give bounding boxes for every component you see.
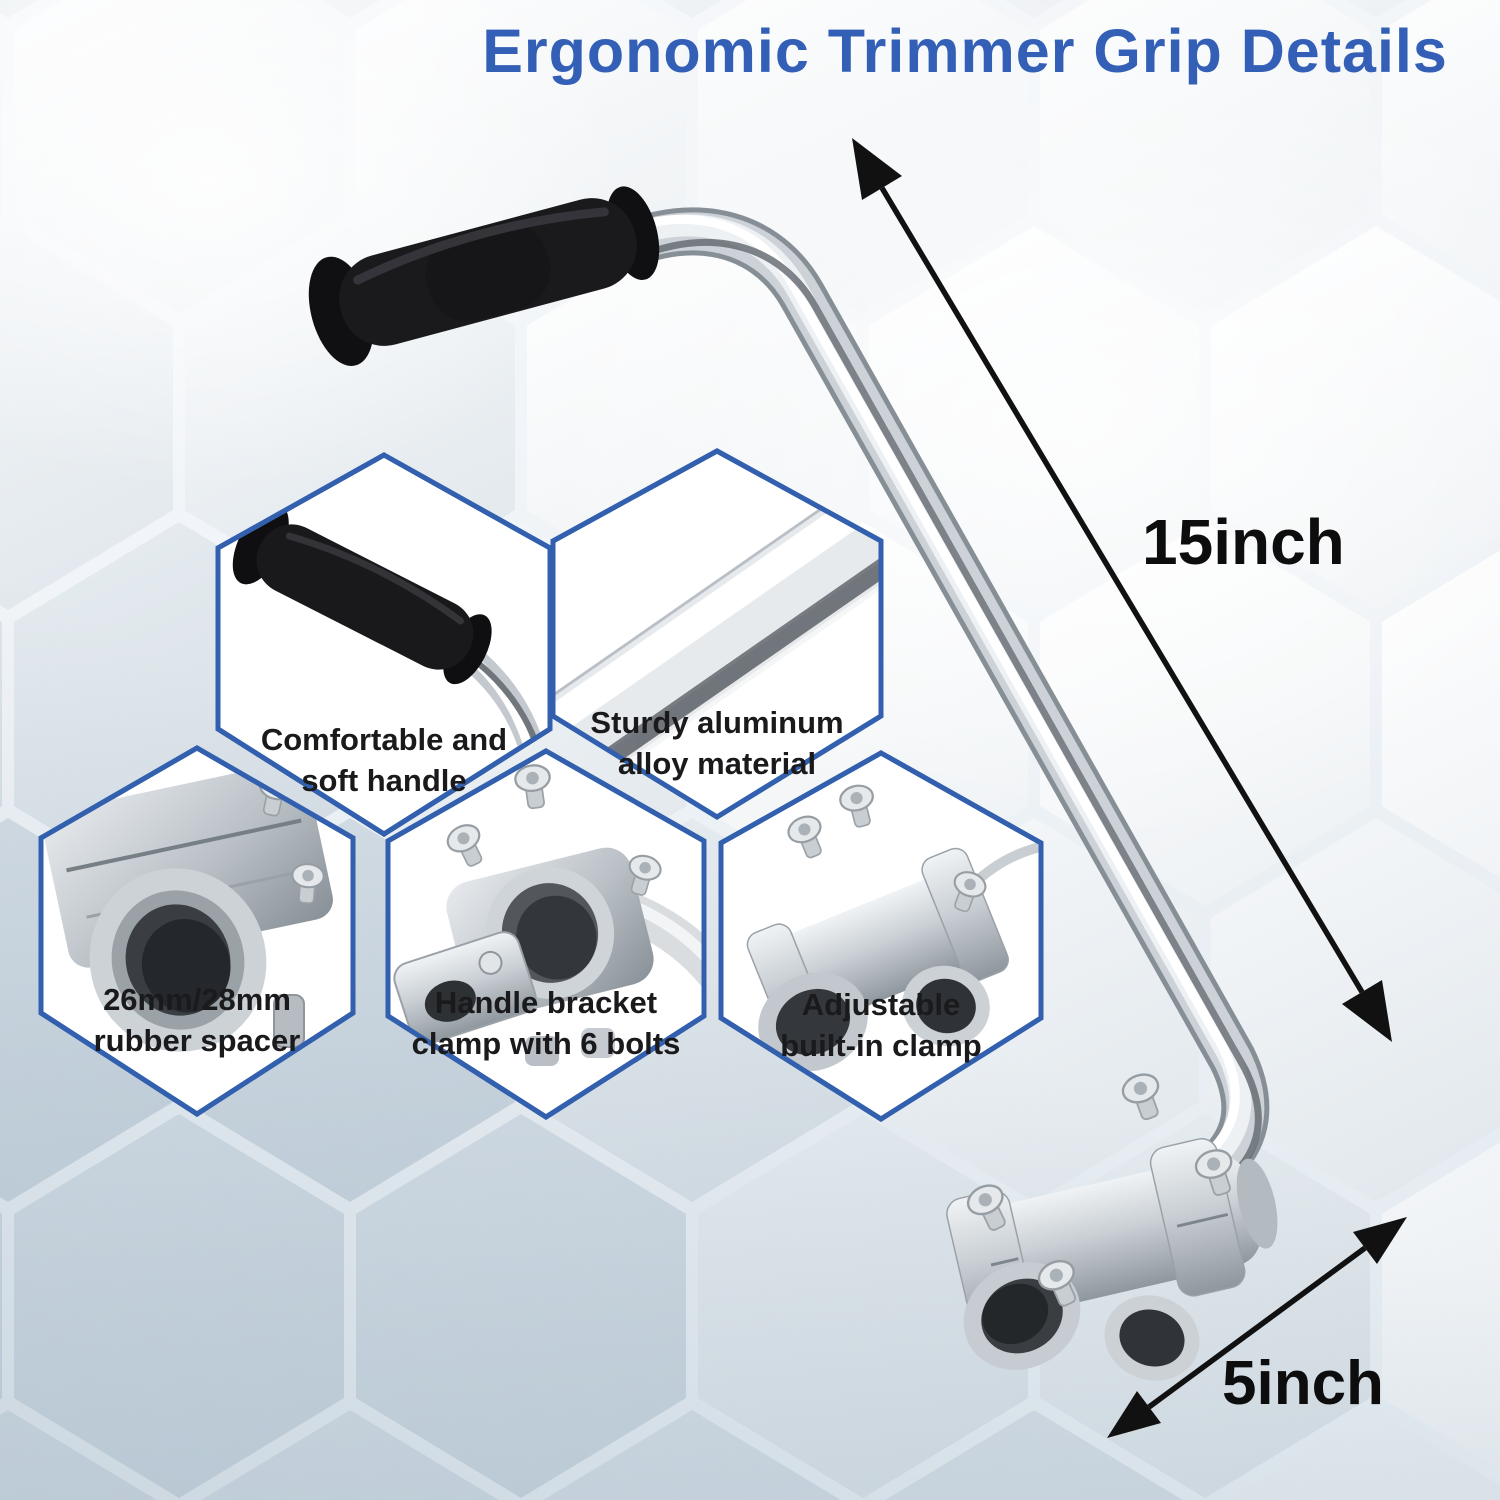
clamp-bolt <box>1117 1068 1170 1126</box>
feature-caption-line2: clamp with 6 bolts <box>411 1026 681 1061</box>
feature-caption-line2: alloy material <box>617 746 817 781</box>
feature-image-aluminum-tube <box>550 448 884 820</box>
feature-image-bracket-clamp <box>385 748 707 1120</box>
width-dimension-arrow <box>1107 1217 1407 1438</box>
feature-caption: Sturdy aluminum alloy material <box>560 702 874 784</box>
aluminum-tube <box>576 207 1270 1239</box>
length-dimension-label: 15inch <box>1142 506 1345 578</box>
clamp-opening-front <box>1104 1295 1200 1381</box>
built-in-clamp <box>946 1068 1278 1381</box>
feature-caption-line1: Handle bracket <box>434 985 658 1020</box>
feature-image-soft-handle <box>215 452 553 837</box>
feature-caption-line2: rubber spacer <box>93 1023 301 1058</box>
feature-caption-line2: built-in clamp <box>780 1028 982 1063</box>
feature-hexagon-bracket-clamp: Handle bracket clamp with 6 bolts <box>385 748 707 1120</box>
feature-caption-line1: Adjustable <box>801 987 961 1022</box>
feature-hexagon-rubber-spacer: 26mm/28mm rubber spacer <box>38 745 356 1117</box>
feature-caption: Handle bracket clamp with 6 bolts <box>395 982 698 1064</box>
feature-image-adjustable-clamp <box>718 750 1044 1122</box>
feature-caption: Comfortable and soft handle <box>225 719 543 801</box>
width-dimension-label: 5inch <box>1222 1349 1384 1418</box>
feature-caption-line1: Comfortable and <box>260 722 508 757</box>
feature-caption: 26mm/28mm rubber spacer <box>48 979 347 1061</box>
length-dimension-arrow <box>852 138 1392 1042</box>
page-title: Ergonomic Trimmer Grip Details <box>482 17 1448 85</box>
feature-hexagon-adjustable-clamp: Adjustable built-in clamp <box>718 750 1044 1122</box>
feature-image-rubber-spacer <box>38 745 356 1117</box>
feature-caption-line2: soft handle <box>301 763 467 798</box>
feature-caption-line1: 26mm/28mm <box>103 982 291 1017</box>
black-grip <box>308 186 660 366</box>
feature-caption: Adjustable built-in clamp <box>728 984 1034 1066</box>
feature-caption-line1: Sturdy aluminum <box>590 705 844 740</box>
feature-hexagon-aluminum-tube: Sturdy aluminum alloy material <box>550 448 884 820</box>
feature-hexagon-soft-handle: Comfortable and soft handle <box>215 452 553 837</box>
